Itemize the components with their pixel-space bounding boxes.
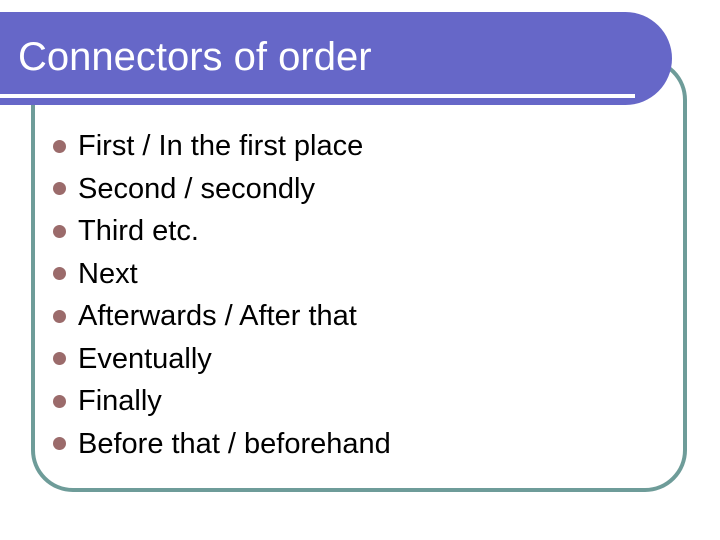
bullet-text: Before that / beforehand xyxy=(78,427,391,460)
list-item: Finally xyxy=(53,380,391,423)
bullet-icon xyxy=(53,267,66,281)
slide-title: Connectors of order xyxy=(18,35,372,79)
list-item: Eventually xyxy=(53,338,391,381)
list-item: Second / secondly xyxy=(53,168,391,211)
bullet-icon xyxy=(53,224,66,238)
bullet-text: Finally xyxy=(78,385,162,417)
list-item: Third etc. xyxy=(53,210,391,253)
bullet-icon xyxy=(53,352,66,366)
bullet-text: Eventually xyxy=(78,342,212,375)
bullet-text: Second / secondly xyxy=(78,172,315,205)
bullet-text: First / In the first place xyxy=(78,130,364,162)
title-bar: Connectors of order xyxy=(0,12,672,105)
list-item: Afterwards / After that xyxy=(53,295,391,338)
bullet-text: Third etc. xyxy=(78,215,199,247)
list-item: Next xyxy=(53,253,391,296)
title-underline xyxy=(0,94,635,98)
bullet-icon xyxy=(53,309,66,323)
bullet-icon xyxy=(53,394,66,408)
list-item: First / In the first place xyxy=(53,125,391,168)
bullet-list: First / In the first place Second / seco… xyxy=(53,125,391,465)
bullet-icon xyxy=(53,437,66,451)
bullet-icon xyxy=(53,182,66,196)
list-item: Before that / beforehand xyxy=(53,423,391,466)
bullet-icon xyxy=(53,139,66,153)
bullet-text: Next xyxy=(78,257,138,290)
bullet-text: Afterwards / After that xyxy=(78,300,357,332)
